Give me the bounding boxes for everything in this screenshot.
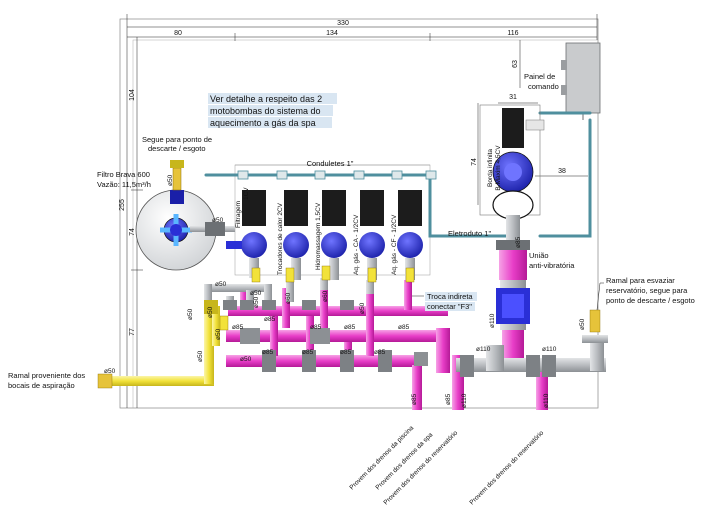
pump-5-label: Aq. gás - CF - 1/2CV: [391, 214, 398, 275]
note-line-3: aquecimento a gás da spa: [210, 118, 316, 128]
dim-left-width: 80: [174, 30, 182, 37]
diam-ø85-h: ø85: [340, 349, 352, 356]
diam-ø110-drain-b: ø110: [543, 393, 550, 408]
conduletes-label: Conduletes 1": [307, 159, 354, 168]
note-line-1: Ver detalhe a respeito das 2: [210, 94, 322, 104]
dimension-lines: [126, 14, 598, 408]
ramal-asp-label-2: bocais de aspiração: [8, 381, 75, 390]
diam-ø85-a: ø85: [232, 324, 244, 331]
diam-ø50-e: ø50: [215, 328, 222, 340]
diam-ø110-drain-a: ø110: [461, 393, 468, 408]
pump-inlet-diameter: ø85: [515, 236, 522, 248]
diam-ø85-drain: ø85: [411, 393, 418, 405]
control-panel: [561, 42, 601, 120]
uniao-label-1: União: [529, 251, 549, 260]
filtro-label-2: Vazão: 11,5m³/h: [97, 180, 151, 189]
pump-1: [241, 190, 267, 278]
diam-ø50-i: ø50: [240, 356, 252, 363]
ramal-asp-label-1: Ramal proveniente dos: [8, 371, 85, 380]
dim-total-width: 330: [337, 20, 349, 27]
diam-ø85-drain-b: ø85: [445, 393, 452, 405]
gray-pipes: [204, 278, 608, 372]
pump-1-label-line2: 1CV: [243, 187, 250, 200]
pump-2: [283, 190, 309, 280]
filtro-label-1: Filtro Brava 600: [97, 170, 150, 179]
diam-ø50-d: ø50: [207, 306, 214, 318]
dim-right-width: 116: [507, 30, 518, 37]
borda-label-2: B.Maxim 4,5CV: [495, 145, 502, 191]
electrical-conduits: [204, 111, 592, 238]
pump-3: [321, 190, 347, 280]
yellow-pipes: [97, 300, 220, 389]
dim-pump-38: 38: [558, 168, 566, 175]
diam-ø60-b: ø60: [322, 290, 329, 302]
dim-total-height: 255: [119, 199, 126, 211]
condulete-boxes: [237, 170, 437, 180]
pump-2-label: Trocadores de calor 2CV: [277, 202, 284, 275]
dim-mid-width: 134: [326, 30, 338, 37]
ramal-esv-label-3: ponto de descarte / esgoto: [606, 296, 695, 305]
filter-top-diameter: ø50: [167, 174, 174, 186]
diam-ø110-b: ø110: [542, 346, 557, 353]
diam-ø85-g: ø85: [302, 349, 314, 356]
diam-ø85-e: ø85: [398, 324, 410, 331]
diam-ø85-b: ø85: [264, 316, 276, 323]
diam-ø50-c: ø50: [187, 308, 194, 320]
segue-label-1: Segue para ponto de: [142, 135, 212, 144]
dim-panel-height: 63: [512, 60, 519, 68]
dim-mid-height: 74: [129, 228, 136, 236]
troca-highlight: [425, 292, 477, 311]
valve-fittings: [223, 300, 556, 377]
diam-ø85-f: ø85: [262, 349, 274, 356]
eletroduto-label: Eletroduto 1": [448, 229, 491, 238]
borda-label-1: Borda infinita: [487, 149, 494, 187]
drain-label-reservatorio-b: Provem dos drenos do reservatório: [468, 429, 545, 506]
filter-outlet-diameter: ø50: [212, 217, 224, 224]
diam-ø110-a: ø110: [476, 346, 491, 353]
diam-ø50-h: ø50: [359, 302, 366, 314]
troca-label-1: Troca indireta: [427, 292, 473, 301]
dim-pump-74: 74: [471, 158, 478, 166]
painel-label-1: Painel de: [524, 72, 555, 81]
diam-ø50-a: ø50: [215, 281, 227, 288]
segue-label-2: descarte / esgoto: [148, 144, 206, 153]
diam-ø50-g: ø50: [253, 296, 260, 308]
filter-top-valve: [170, 160, 184, 191]
painel-label-2: comando: [528, 82, 559, 91]
yellow-flex-fittings: [219, 265, 601, 333]
sand-filter: [135, 160, 235, 271]
diam-ø50-esv: ø50: [579, 318, 586, 330]
diam-ø60-a: ø60: [285, 292, 292, 304]
pump-outlet-diameter: ø110: [489, 313, 496, 328]
uniao-label-2: anti-vibratória: [529, 261, 575, 270]
troca-label-2: conectar "F3": [427, 302, 472, 311]
diam-ø50-inlet: ø50: [104, 368, 116, 375]
diam-ø50-b: ø50: [250, 290, 262, 297]
dim-bottom-height: 77: [129, 328, 136, 336]
pump-5: [397, 190, 423, 280]
pump-4-label: Aq. gás - CA - 1/2CV: [353, 214, 360, 275]
dim-top-height: 104: [129, 89, 136, 101]
diam-ø85-i: ø85: [374, 349, 386, 356]
note-line-2: motobombas do sistema do: [210, 106, 321, 116]
diam-ø85-d: ø85: [344, 324, 356, 331]
big-pump: [479, 104, 545, 330]
diam-ø50-f: ø50: [197, 350, 204, 362]
dim-pump-31: 31: [509, 94, 517, 101]
diam-ø85-c: ø85: [310, 324, 322, 331]
ramal-esv-label-2: reservatório, segue para: [606, 286, 688, 295]
ramal-esv-label-1: Ramal para esvaziar: [606, 276, 675, 285]
inner-frame: [132, 39, 599, 409]
pump-1-label-line1: Filtragem: [235, 201, 242, 228]
note-highlight: [208, 93, 337, 128]
pump-suction-links: [226, 241, 242, 249]
pump-3-label: Hidromassagem 1,5CV: [315, 202, 322, 270]
pump-4: [359, 190, 385, 280]
